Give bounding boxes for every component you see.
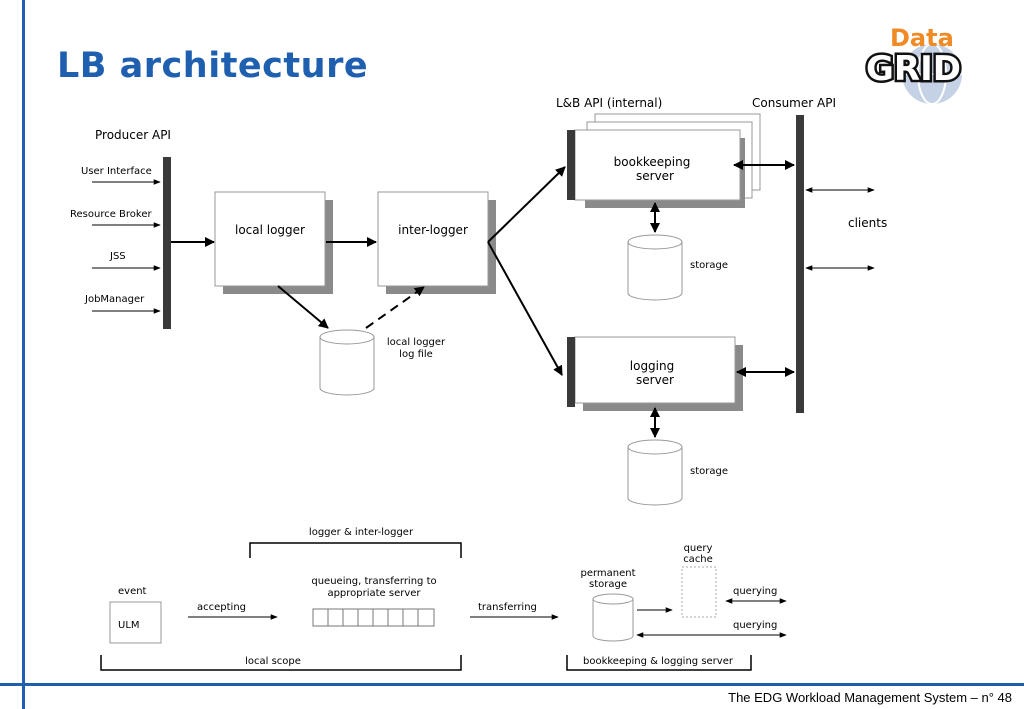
bookkeeping-storage-cylinder xyxy=(627,234,683,301)
logging-storage-cylinder xyxy=(627,439,683,506)
datagrid-logo: Data GRID xyxy=(864,24,963,104)
query-cache-line1: query xyxy=(684,543,713,554)
arrow-inter-logger-to-bookkeeping xyxy=(487,166,566,243)
producer-label: JobManager xyxy=(84,294,145,305)
inter-logger-box: inter-logger xyxy=(377,191,496,294)
log-file-cylinder xyxy=(319,329,375,396)
log-file-label-line1: local logger xyxy=(387,337,446,348)
permanent-storage-line2: storage xyxy=(589,579,627,590)
inter-logger-label: inter-logger xyxy=(398,223,468,237)
transferring-label: transferring xyxy=(478,602,537,613)
querying-label-bottom: querying xyxy=(733,620,777,631)
consumer-api-bar xyxy=(796,115,804,413)
bookkeeping-label-line1: bookkeeping xyxy=(614,155,691,169)
logging-storage-label: storage xyxy=(690,466,728,477)
querying-label-top: querying xyxy=(733,586,777,597)
producer-api-bar xyxy=(163,157,171,329)
bookkeeping-storage-label: storage xyxy=(690,260,728,271)
producer-jss: JSS xyxy=(92,251,161,271)
accepting-label: accepting xyxy=(197,602,246,613)
logger-bracket xyxy=(249,542,462,558)
producer-user-interface: User Interface xyxy=(81,166,161,185)
queueing-label-line1: queueing, transferring to xyxy=(311,576,436,587)
slide-title: LB architecture xyxy=(57,46,369,86)
bookkeeping-label-line2: server xyxy=(636,169,674,183)
permanent-storage-line1: permanent xyxy=(580,568,635,579)
lb-api-label: L&B API (internal) xyxy=(556,96,662,110)
logo-top-text: Data xyxy=(890,24,954,52)
queueing-label-line2: appropriate server xyxy=(327,588,421,599)
local-logger-label: local logger xyxy=(235,223,305,237)
event-label: event xyxy=(118,586,147,597)
producer-label: Resource Broker xyxy=(70,209,152,220)
query-cache-box xyxy=(681,566,717,618)
ulm-box xyxy=(109,601,162,644)
producer-label: JSS xyxy=(109,251,126,262)
producer-label: User Interface xyxy=(81,166,152,177)
permanent-storage-cylinder xyxy=(592,593,634,642)
arrow-local-logger-to-file xyxy=(277,285,329,329)
left-accent-bar xyxy=(22,0,25,709)
slide-footer: The EDG Workload Management System – n° … xyxy=(728,690,1012,705)
producer-api-label: Producer API xyxy=(95,128,171,142)
local-scope-bracket xyxy=(100,655,462,671)
arrow-file-to-inter-logger xyxy=(365,286,425,329)
log-file-label-line2: log file xyxy=(399,349,433,360)
bk-log-server-bracket xyxy=(566,655,752,671)
arrow-inter-logger-to-logging xyxy=(487,241,563,376)
footer-accent-bar xyxy=(0,683,1024,686)
queue-cells xyxy=(312,608,435,627)
consumer-api-label: Consumer API xyxy=(752,96,836,110)
query-cache-line2: cache xyxy=(683,554,713,565)
local-logger-box: local logger xyxy=(214,191,333,294)
logging-label-line2: server xyxy=(636,373,674,387)
bookkeeping-server-box: bookkeeping server xyxy=(567,113,761,208)
producer-resource-broker: Resource Broker xyxy=(70,209,161,228)
logging-server-box: logging server xyxy=(567,336,743,411)
logging-label-line1: logging xyxy=(630,359,674,373)
producer-jobmanager: JobManager xyxy=(84,294,161,314)
clients-label: clients xyxy=(848,216,887,230)
ulm-label: ULM xyxy=(118,620,140,631)
local-scope-label: local scope xyxy=(245,656,301,667)
logo-bottom-text: GRID xyxy=(866,49,961,89)
logger-bracket-label: logger & inter-logger xyxy=(309,527,414,538)
bk-log-server-label: bookkeeping & logging server xyxy=(583,656,734,667)
